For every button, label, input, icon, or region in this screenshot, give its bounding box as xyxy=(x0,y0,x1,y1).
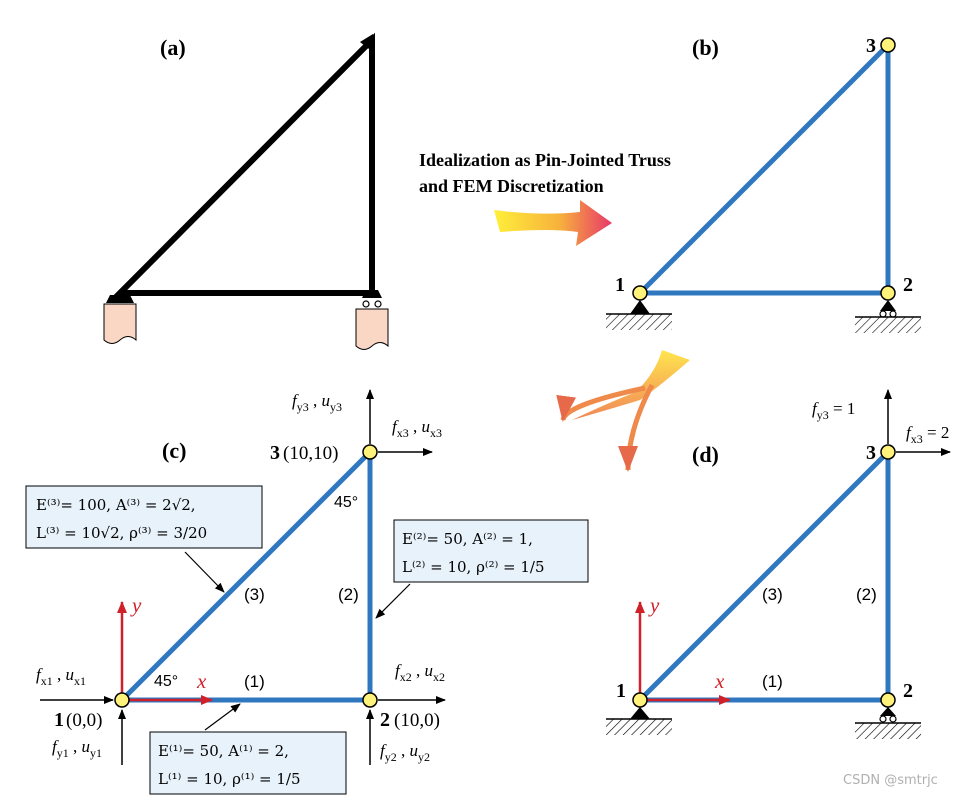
node-3-label-c: 3 xyxy=(270,442,280,464)
node-2-c xyxy=(362,692,378,708)
angle-45-node1: 45° xyxy=(154,673,178,690)
member-3-b xyxy=(637,42,891,296)
pin-support-d xyxy=(630,707,650,719)
roller-wheel xyxy=(362,300,370,308)
leader-arrow-m3 xyxy=(184,551,225,593)
property-m3-line2: L⁽³⁾ = 10√2, ρ⁽³⁾ = 3/20 xyxy=(36,524,207,542)
idealization-arrow xyxy=(494,200,612,246)
property-box-member-2 xyxy=(393,519,589,583)
node-2-label-b: 2 xyxy=(903,274,913,296)
node-2-coord: (10,0) xyxy=(394,710,440,731)
roller-wheel xyxy=(879,310,887,318)
panel-a: (a) xyxy=(103,32,389,350)
property-m1-line1: E⁽¹⁾= 50, A⁽¹⁾ = 2, xyxy=(158,742,289,760)
load-label-fy3: fy3 = 1 xyxy=(812,399,855,422)
split-arrow-down xyxy=(618,383,655,472)
y-axis-label-c: y xyxy=(130,593,142,617)
ground-hatch-b2 xyxy=(855,317,921,333)
panel-b: (b) 1 2 3 xyxy=(606,35,921,333)
member-2-label-d: (2) xyxy=(856,585,877,604)
idealization-group: Idealization as Pin-Jointed Truss and FE… xyxy=(419,150,690,472)
label-fy3-uy3: fy3 , uy3 xyxy=(292,391,342,414)
panel-b-label: (b) xyxy=(692,35,719,60)
frame-joint-top xyxy=(360,34,373,52)
node-1-label-c: 1 xyxy=(54,709,64,731)
member-1-label-c: (1) xyxy=(244,672,265,691)
node-3-label-d: 3 xyxy=(866,442,876,464)
node-2-b xyxy=(880,285,896,301)
roller-support-b xyxy=(880,300,896,311)
node-3-b xyxy=(880,37,896,53)
ground-hatch-d1 xyxy=(606,719,672,735)
panel-c: (c) x y 1 (0,0) 2 (10,0) 3 (10,10) (1) (… xyxy=(25,389,589,795)
panel-a-label: (a) xyxy=(160,35,186,60)
panel-d-label: (d) xyxy=(692,442,719,467)
roller-wheel xyxy=(889,715,897,723)
property-box-member-3 xyxy=(25,485,263,549)
label-fx1-ux1: fx1 , ux1 xyxy=(36,665,86,688)
property-m2-line1: E⁽²⁾= 50, A⁽²⁾ = 1, xyxy=(402,530,533,548)
roller-support-d xyxy=(880,707,896,716)
x-axis-label-d: x xyxy=(714,669,725,693)
support-pad-right xyxy=(355,308,389,350)
panel-c-label: (c) xyxy=(162,438,186,463)
split-arrow-left xyxy=(556,385,646,422)
node-1-c xyxy=(114,692,130,708)
watermark: CSDN @smtrjc xyxy=(843,773,938,788)
node-1-coord: (0,0) xyxy=(66,710,102,731)
support-pad-left xyxy=(103,303,137,344)
label-fy2-uy2: fy2 , uy2 xyxy=(380,741,430,764)
leader-arrow-m1 xyxy=(204,703,241,731)
angle-45-node3: 45° xyxy=(334,494,358,511)
node-1-b xyxy=(632,285,648,301)
node-3-label-b: 3 xyxy=(866,35,876,57)
member-1-label-d: (1) xyxy=(762,672,783,691)
roller-support-a xyxy=(362,290,382,298)
member-3-label-d: (3) xyxy=(762,585,783,604)
pin-support-a xyxy=(106,295,134,303)
member-2-label-c: (2) xyxy=(338,585,359,604)
node-3-coord: (10,10) xyxy=(283,443,338,464)
label-fx3-ux3: fx3 , ux3 xyxy=(392,417,442,440)
member-3-label-c: (3) xyxy=(244,585,265,604)
roller-wheel xyxy=(374,300,382,308)
node-2-label-c: 2 xyxy=(380,709,390,731)
node-1-label-b: 1 xyxy=(615,274,625,296)
property-m1-line2: L⁽¹⁾ = 10, ρ⁽¹⁾ = 1/5 xyxy=(158,770,301,788)
physical-frame xyxy=(112,32,375,296)
idealization-title-line2: and FEM Discretization xyxy=(419,176,604,196)
member-3-d xyxy=(637,449,891,703)
leader-arrow-m2 xyxy=(375,583,411,619)
member-3-c xyxy=(119,449,373,703)
ground-hatch-d2 xyxy=(855,723,921,739)
node-2-d xyxy=(880,692,896,708)
label-fy1-uy1: fy1 , uy1 xyxy=(52,737,102,760)
pin-support-b xyxy=(630,300,650,314)
label-fx2-ux2: fx2 , ux2 xyxy=(395,661,445,684)
property-m2-line2: L⁽²⁾ = 10, ρ⁽²⁾ = 1/5 xyxy=(402,558,545,576)
load-label-fx3: fx3 = 2 xyxy=(906,423,949,446)
y-axis-label-d: y xyxy=(648,593,660,617)
node-2-label-d: 2 xyxy=(903,680,913,702)
roller-wheel xyxy=(889,310,897,318)
node-1-d xyxy=(632,692,648,708)
node-1-label-d: 1 xyxy=(616,680,626,702)
x-axis-label-c: x xyxy=(196,669,207,693)
roller-wheel xyxy=(879,715,887,723)
panel-d: (d) x y 1 2 3 (1) (2) (3) fy3 = 1 fx3 = … xyxy=(606,389,951,739)
property-box-member-1 xyxy=(149,731,347,795)
idealization-title-line1: Idealization as Pin-Jointed Truss xyxy=(419,150,671,170)
split-arrow-body xyxy=(572,350,690,420)
ground-hatch-b1 xyxy=(606,314,672,330)
property-m3-line1: E⁽³⁾= 100, A⁽³⁾ = 2√2, xyxy=(36,496,196,514)
node-3-c xyxy=(362,444,378,460)
node-3-d xyxy=(880,444,896,460)
